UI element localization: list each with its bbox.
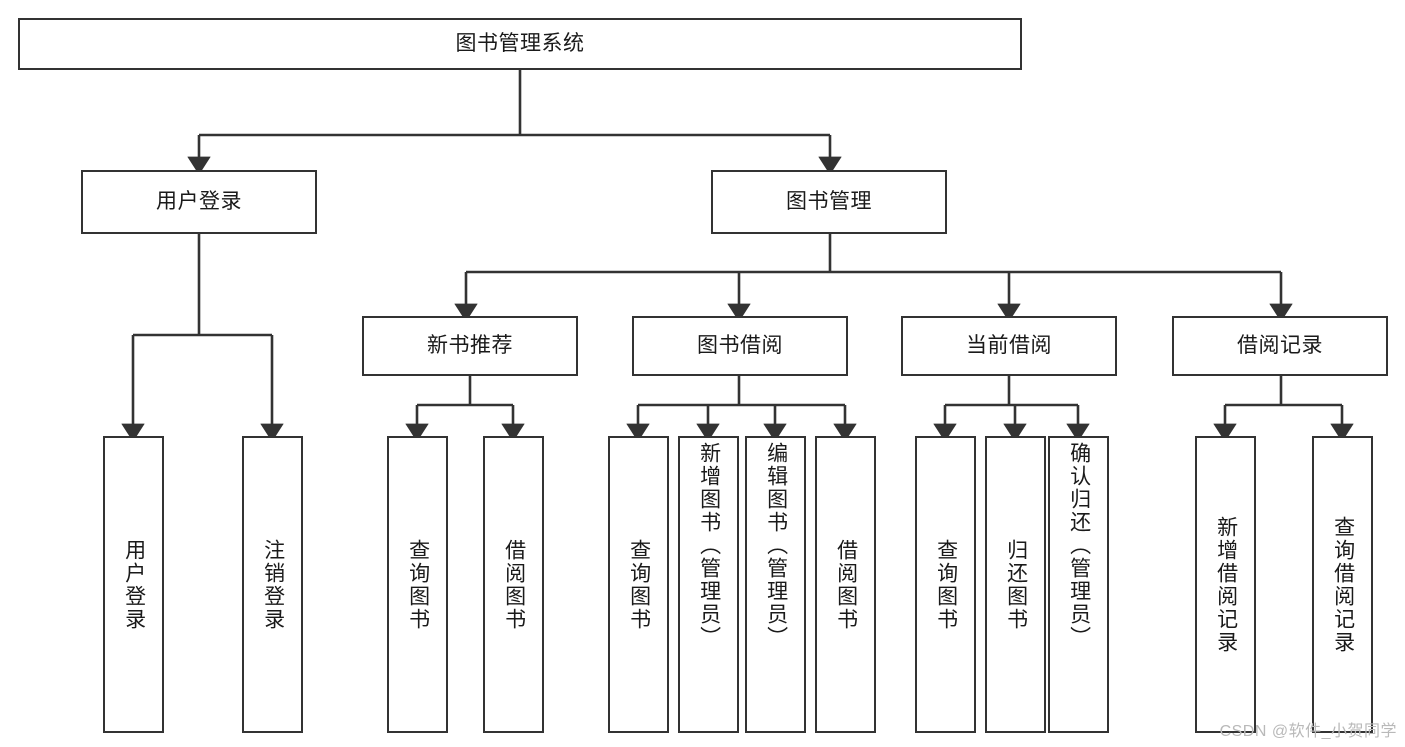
leaf-book-borrow-add-book-admin[interactable]: 新增图书（管理员）: [678, 436, 739, 733]
leaf-borrow-record-add-record[interactable]: 新增借阅记录: [1195, 436, 1256, 733]
node-user-login[interactable]: 用户登录: [81, 170, 317, 234]
leaf-new-book-query-book[interactable]: 查询图书: [387, 436, 448, 733]
leaf-current-borrow-return-book[interactable]: 归还图书: [985, 436, 1046, 733]
leaf-book-borrow-query-book[interactable]: 查询图书: [608, 436, 669, 733]
node-root-book-management-system[interactable]: 图书管理系统: [18, 18, 1022, 70]
leaf-user-login-login[interactable]: 用户登录: [103, 436, 164, 733]
leaf-borrow-record-query-record[interactable]: 查询借阅记录: [1312, 436, 1373, 733]
csdn-watermark: CSDN @软件_小贺同学: [1219, 723, 1397, 740]
leaf-new-book-borrow-book[interactable]: 借阅图书: [483, 436, 544, 733]
leaf-user-login-logout[interactable]: 注销登录: [242, 436, 303, 733]
leaf-book-borrow-borrow-book[interactable]: 借阅图书: [815, 436, 876, 733]
node-book-borrow[interactable]: 图书借阅: [632, 316, 848, 376]
node-borrow-record[interactable]: 借阅记录: [1172, 316, 1388, 376]
node-current-borrow[interactable]: 当前借阅: [901, 316, 1117, 376]
leaf-current-borrow-confirm-return-admin[interactable]: 确认归还（管理员）: [1048, 436, 1109, 733]
leaf-book-borrow-edit-book-admin[interactable]: 编辑图书（管理员）: [745, 436, 806, 733]
node-book-management[interactable]: 图书管理: [711, 170, 947, 234]
leaf-current-borrow-query-book[interactable]: 查询图书: [915, 436, 976, 733]
node-new-book-recommend[interactable]: 新书推荐: [362, 316, 578, 376]
